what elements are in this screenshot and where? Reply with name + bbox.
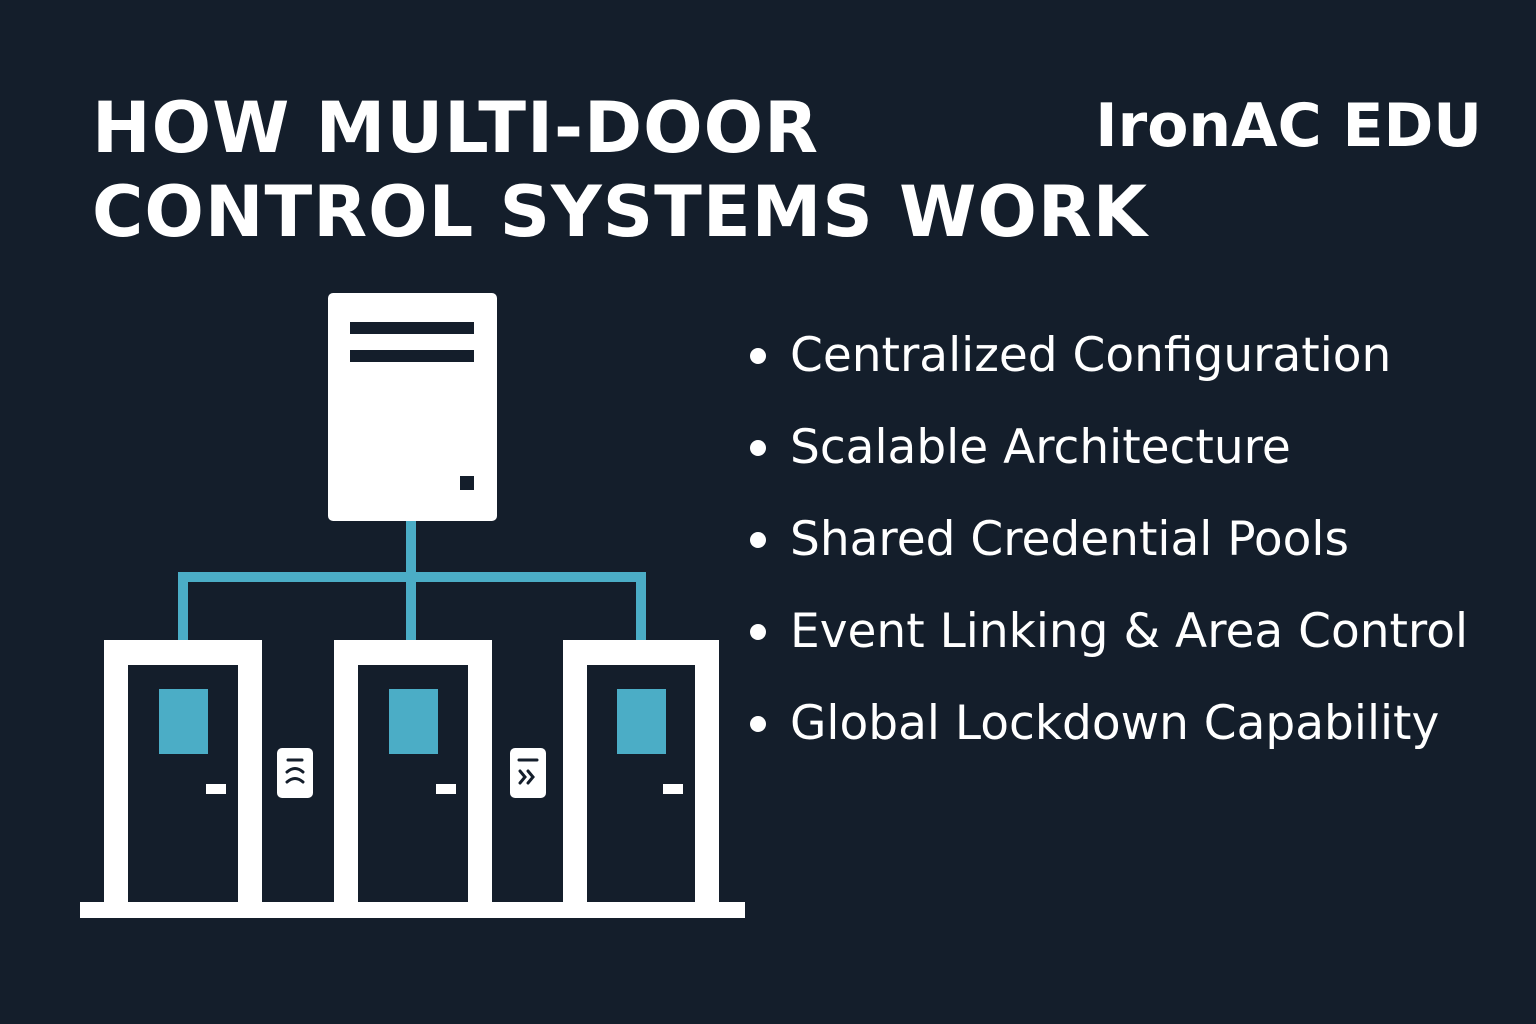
title-line-1: HOW MULTI-DOOR xyxy=(92,87,820,169)
feature-label: Scalable Architecture xyxy=(790,420,1291,475)
card-reader-icon xyxy=(277,748,313,798)
floor-base xyxy=(80,902,745,918)
controller-server-icon xyxy=(328,293,497,521)
door-icon xyxy=(563,640,719,910)
feature-item: Event Linking & Area Control xyxy=(750,586,1468,678)
feature-item: Scalable Architecture xyxy=(750,402,1468,494)
bullet-icon xyxy=(750,532,766,548)
door-icon xyxy=(104,640,262,910)
door-icon xyxy=(334,640,492,910)
feature-label: Global Lockdown Capability xyxy=(790,696,1440,751)
feature-item: Centralized Configuration xyxy=(750,310,1468,402)
feature-item: Global Lockdown Capability xyxy=(750,678,1468,770)
brand-logo: IronAC EDU xyxy=(1095,91,1482,161)
bullet-icon xyxy=(750,348,766,364)
bullet-icon xyxy=(750,716,766,732)
feature-list: Centralized Configuration Scalable Archi… xyxy=(750,310,1468,770)
title-line-2: CONTROL SYSTEMS WORK xyxy=(92,171,1148,253)
feature-label: Shared Credential Pools xyxy=(790,512,1349,567)
feature-item: Shared Credential Pools xyxy=(750,494,1468,586)
bullet-icon xyxy=(750,440,766,456)
feature-label: Event Linking & Area Control xyxy=(790,604,1469,659)
bullet-icon xyxy=(750,624,766,640)
feature-label: Centralized Configuration xyxy=(790,328,1392,383)
card-reader-icon xyxy=(510,748,546,798)
page-title: HOW MULTI-DOOR CONTROL SYSTEMS WORK xyxy=(92,86,1148,254)
